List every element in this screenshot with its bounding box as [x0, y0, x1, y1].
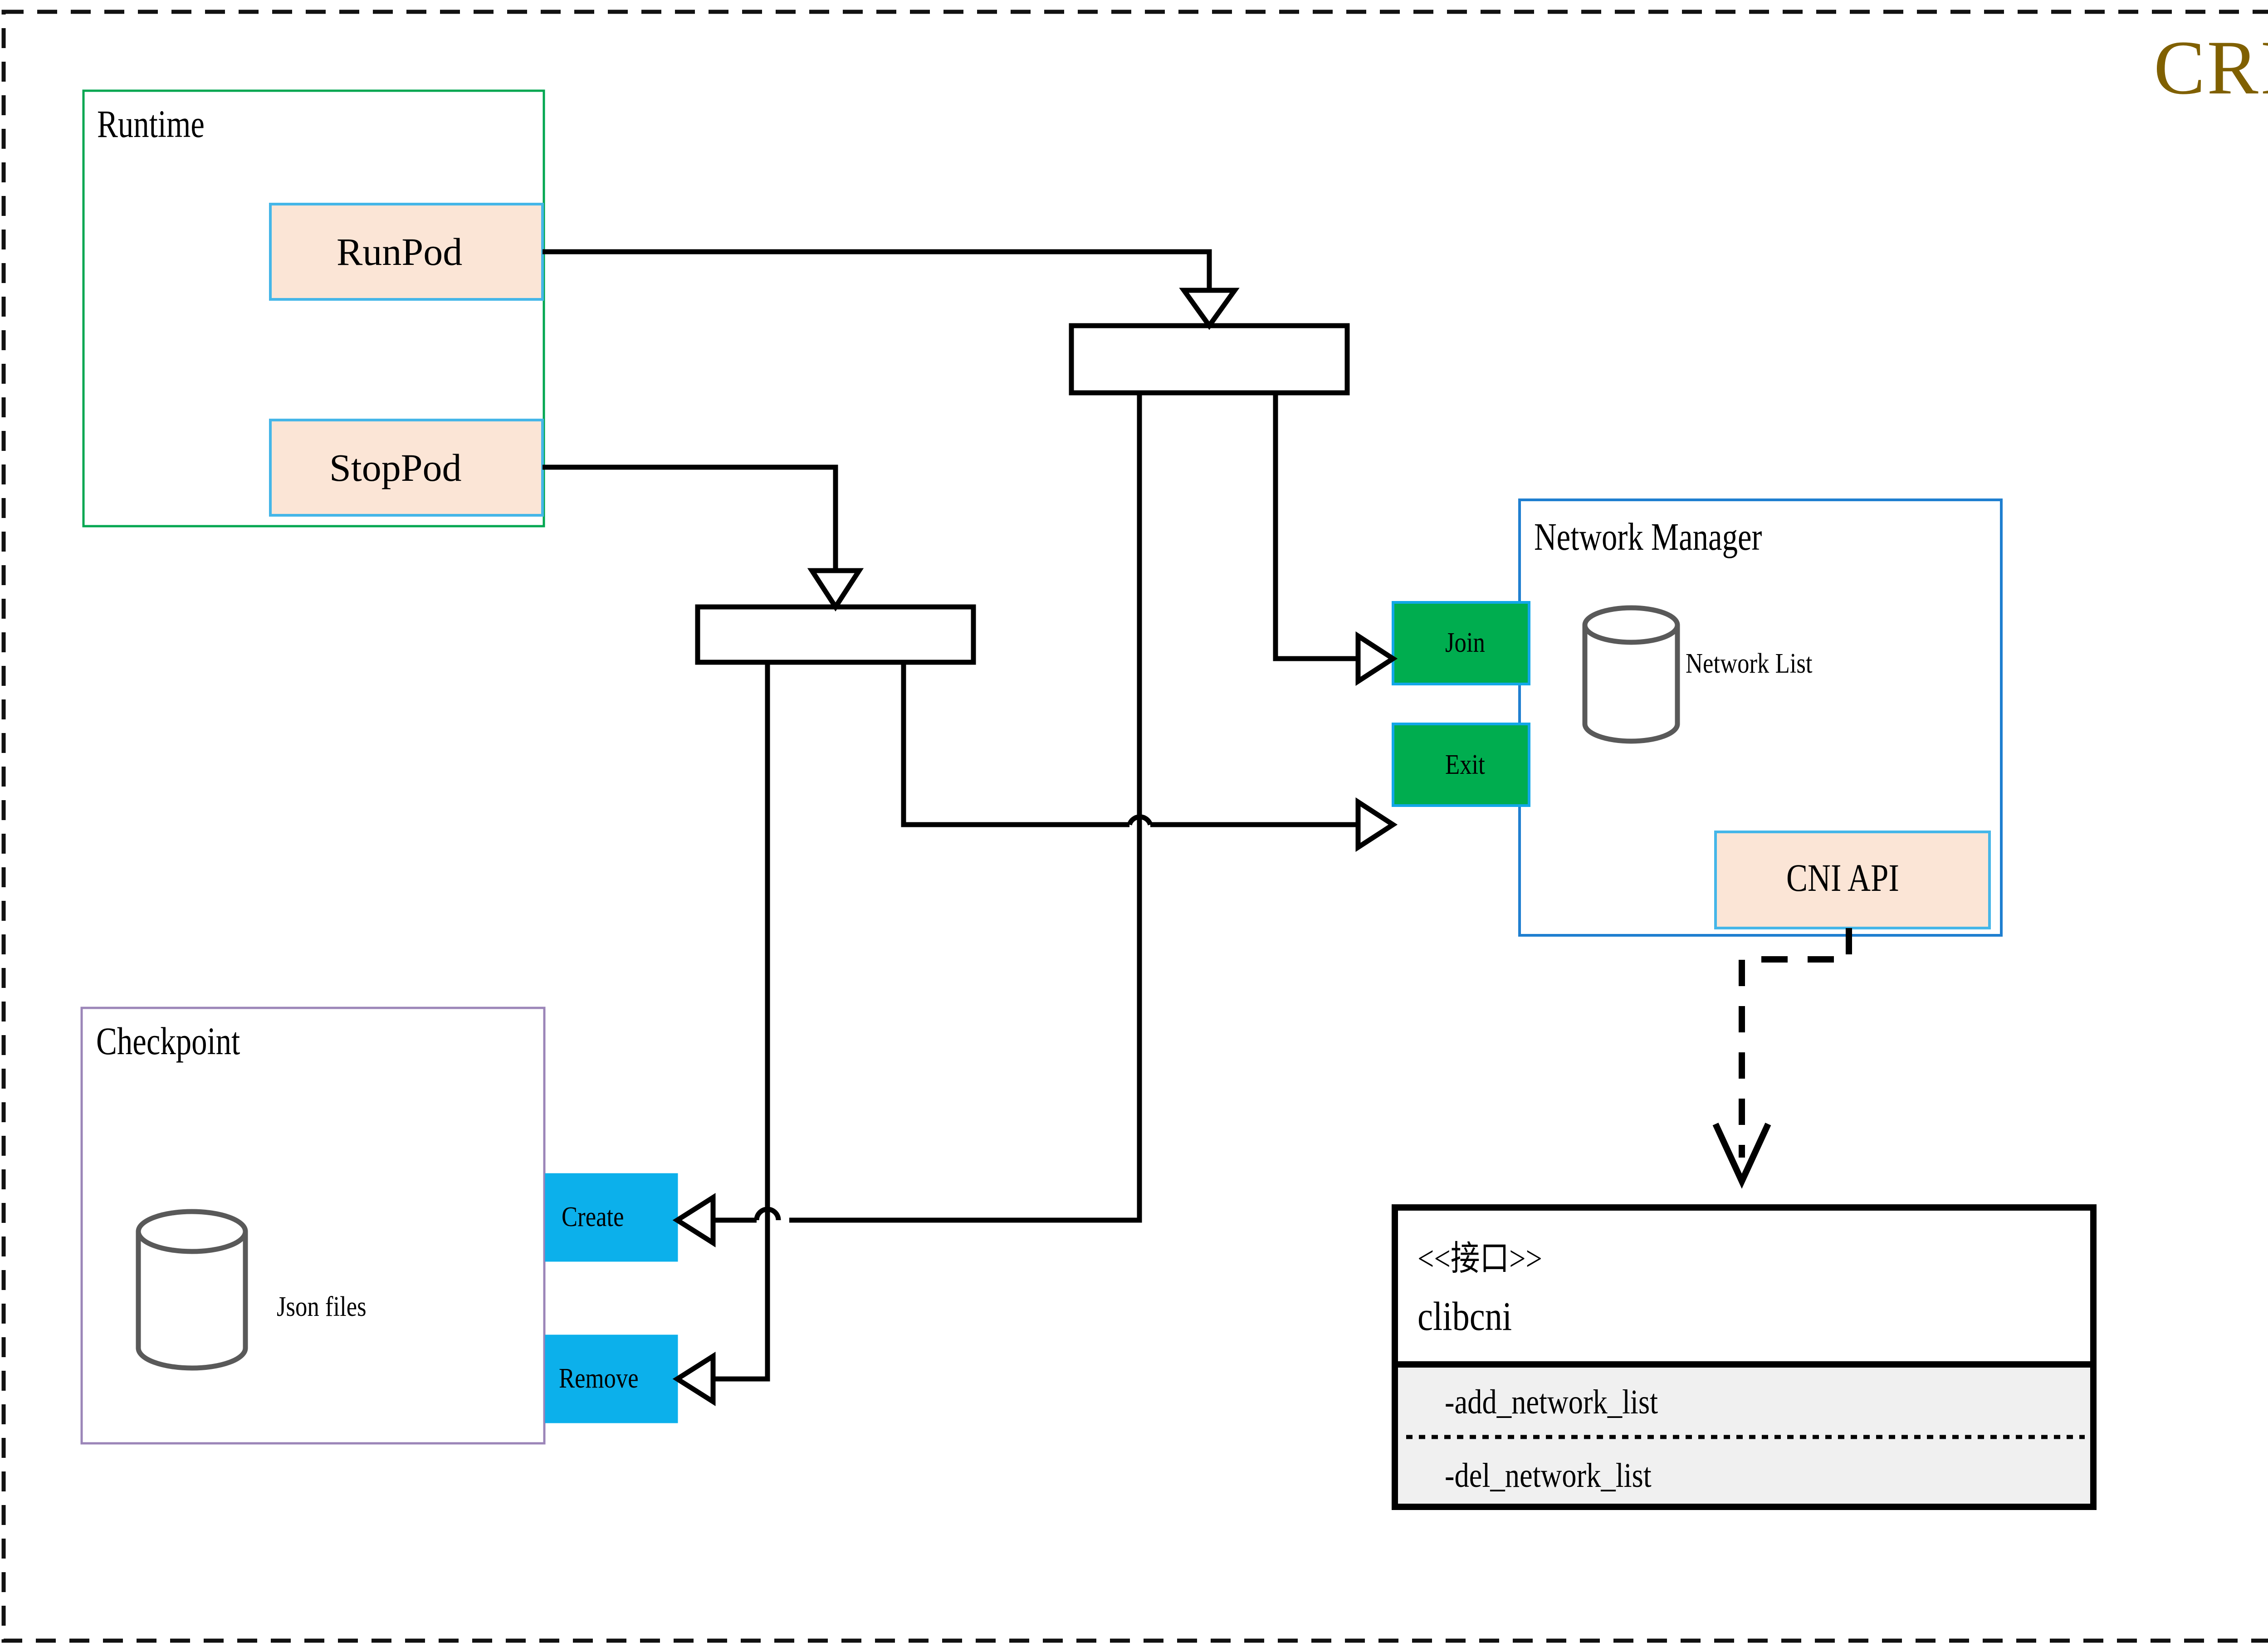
- clibcni-operations-compartment: [1398, 1364, 2090, 1504]
- arrowhead-realization-clibcni: [1712, 1123, 1771, 1189]
- join-box: [1392, 601, 1530, 685]
- clibcni-operation-del: -del_network_list: [1445, 1456, 1652, 1495]
- runtime-group-box: [82, 89, 545, 528]
- create-box: [545, 1173, 678, 1262]
- arrowhead-into-join: [1355, 631, 1398, 686]
- checkpoint-group-label: Checkpoint: [96, 1019, 240, 1063]
- cni-api-label[interactable]: CNI API: [1786, 856, 1899, 899]
- cni-api-box: [1714, 831, 1991, 929]
- runpod-box: [269, 203, 544, 301]
- json-files-cylinder: [136, 1209, 248, 1371]
- clibcni-name: clibcni: [1418, 1294, 1512, 1339]
- json-files-label: Json files: [277, 1291, 367, 1322]
- remove-label[interactable]: Remove: [559, 1363, 639, 1394]
- stoppod-label[interactable]: StopPod: [329, 446, 462, 489]
- clibcni-box-outline: [1392, 1204, 2097, 1510]
- exit-box: [1392, 723, 1530, 807]
- edge-fork-runpod-left-leg: [1132, 393, 1142, 1223]
- clibcni-stereotype: <<接口>>: [1418, 1240, 1542, 1278]
- arrowhead-into-exit: [1355, 797, 1398, 852]
- arrowhead-into-remove: [672, 1352, 716, 1406]
- edge-fork-runpod-right-leg: [1273, 393, 1361, 661]
- network-list-cylinder: [1582, 605, 1680, 744]
- runpod-label[interactable]: RunPod: [337, 230, 463, 274]
- page-title: CRI: [2154, 25, 2268, 110]
- checkpoint-group-box: [80, 1007, 546, 1445]
- fork-bar-stoppod: [695, 604, 976, 665]
- network-list-label: Network List: [1686, 648, 1813, 679]
- join-label[interactable]: Join: [1445, 627, 1485, 658]
- exit-label[interactable]: Exit: [1445, 749, 1485, 780]
- edge-fork-stoppod-left-leg: [711, 662, 770, 1382]
- cri-boundary: [1, 10, 2268, 1643]
- arrowhead-into-fork-stoppod: [807, 568, 864, 612]
- network-manager-group-label: Network Manager: [1534, 515, 1762, 558]
- network-manager-group-box: [1518, 498, 2003, 937]
- runtime-group-label: Runtime: [97, 102, 205, 146]
- clibcni-operation-add: -add_network_list: [1445, 1383, 1658, 1421]
- edge-runpod-to-fork: [543, 249, 1212, 290]
- create-label[interactable]: Create: [562, 1202, 624, 1232]
- arrowhead-into-create: [672, 1193, 716, 1247]
- remove-box: [545, 1334, 678, 1423]
- edge-hop-create-line: [754, 1207, 781, 1221]
- edge-cni-api-to-clibcni: [1739, 928, 1852, 1158]
- arrowhead-into-fork-runpod: [1179, 288, 1240, 330]
- edge-stoppod-to-fork: [543, 464, 838, 571]
- edge-hop-exit-line: [1127, 814, 1153, 826]
- edge-fork-stoppod-right-leg: [901, 662, 1129, 827]
- fork-bar-runpod: [1069, 323, 1350, 396]
